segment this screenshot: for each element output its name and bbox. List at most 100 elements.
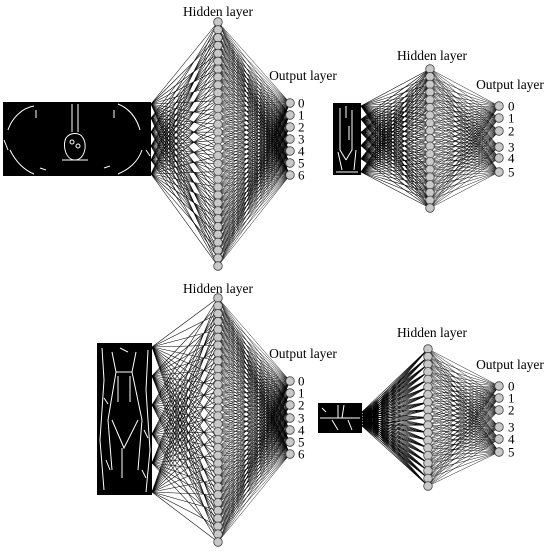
output-edge (217, 313, 291, 382)
output-edge (427, 364, 500, 387)
output-node (285, 146, 295, 156)
output-edge (217, 114, 291, 251)
hidden-node (213, 450, 223, 461)
output-edge (217, 429, 291, 456)
panel-bottom-right-nodes (423, 344, 504, 491)
input-edge (151, 400, 219, 493)
output-edge (427, 438, 500, 471)
output-edge (429, 130, 500, 193)
output-edge (217, 337, 291, 394)
output-edge (217, 102, 291, 164)
image-contour (341, 404, 345, 419)
output-edge (429, 117, 500, 162)
input-edge (151, 352, 219, 493)
output-edge (429, 145, 500, 148)
output-node-label: 2 (508, 124, 515, 139)
output-edge (427, 385, 500, 411)
hidden-node (213, 427, 223, 437)
output-node (285, 400, 295, 410)
input-edge (151, 305, 219, 435)
output-edge (217, 392, 291, 394)
edges-layer (150, 21, 500, 543)
panel-bottom-left-nodes (213, 293, 295, 547)
input-edge (151, 297, 219, 464)
input-edge (150, 108, 219, 175)
output-edge (429, 130, 500, 147)
output-edge (427, 438, 500, 449)
input-edge (361, 425, 429, 449)
hidden-node (425, 195, 435, 205)
input-edge (361, 364, 429, 427)
panel-top-right-nodes (425, 64, 504, 213)
input-edge (150, 45, 219, 175)
output-node-label: 0 (508, 379, 515, 394)
input-edge (150, 124, 219, 175)
image-contour (111, 419, 139, 450)
output-edge (429, 76, 500, 107)
input-edge (360, 99, 431, 160)
output-node (285, 134, 295, 144)
output-edge (217, 114, 291, 157)
input-edge (360, 68, 431, 146)
input-edge (150, 171, 219, 175)
output-node (494, 153, 504, 163)
hidden-node (213, 372, 223, 382)
output-edge (217, 108, 291, 116)
output-edge (217, 417, 291, 543)
input-edge (151, 478, 219, 493)
output-edge (429, 84, 500, 148)
output-edge (427, 385, 500, 487)
input-edge (151, 329, 219, 348)
input-edge (360, 145, 431, 147)
hidden-node (213, 174, 223, 185)
output-edge (429, 105, 500, 108)
image-contour (353, 149, 357, 171)
output-edge (217, 329, 291, 394)
output-edge (217, 392, 291, 417)
input-edge (360, 91, 431, 173)
output-edge (217, 150, 291, 251)
output-edge (427, 451, 500, 487)
image-contour (105, 459, 111, 471)
input-edge (151, 337, 219, 435)
image-contour (39, 167, 47, 171)
input-edge (360, 115, 431, 146)
output-edge (217, 392, 291, 511)
panel-top-right-input-image (333, 103, 361, 175)
input-edge (150, 92, 219, 175)
output-edge (427, 385, 500, 471)
output-edge (217, 392, 291, 448)
output-edge (429, 171, 500, 209)
output-edge (217, 114, 291, 227)
input-edge (361, 394, 429, 427)
output-edge (217, 392, 291, 456)
output-edge (217, 429, 291, 448)
hidden-node (213, 88, 223, 98)
output-edge (217, 297, 291, 394)
input-edge (360, 145, 431, 186)
input-edge (151, 344, 219, 348)
output-edge (217, 429, 291, 433)
panel-top-left-nodes (213, 17, 295, 271)
output-node-label: 0 (298, 374, 305, 389)
output-node (285, 425, 295, 435)
output-edge (217, 61, 291, 116)
output-edge (217, 429, 291, 543)
hidden-node (213, 466, 223, 476)
input-edge (151, 433, 219, 480)
output-edge (217, 102, 291, 204)
input-edge (360, 91, 431, 146)
output-edge (429, 171, 500, 178)
output-edge (217, 102, 291, 196)
output-edge (429, 105, 500, 139)
hidden-node (213, 151, 223, 161)
output-edge (217, 380, 291, 472)
output-edge (217, 114, 291, 164)
output-edge (217, 174, 291, 259)
output-node (285, 170, 295, 180)
output-edge (427, 385, 500, 418)
input-edge (151, 337, 219, 493)
input-edge (151, 313, 219, 406)
output-edge (217, 380, 291, 456)
output-edge (427, 451, 500, 456)
